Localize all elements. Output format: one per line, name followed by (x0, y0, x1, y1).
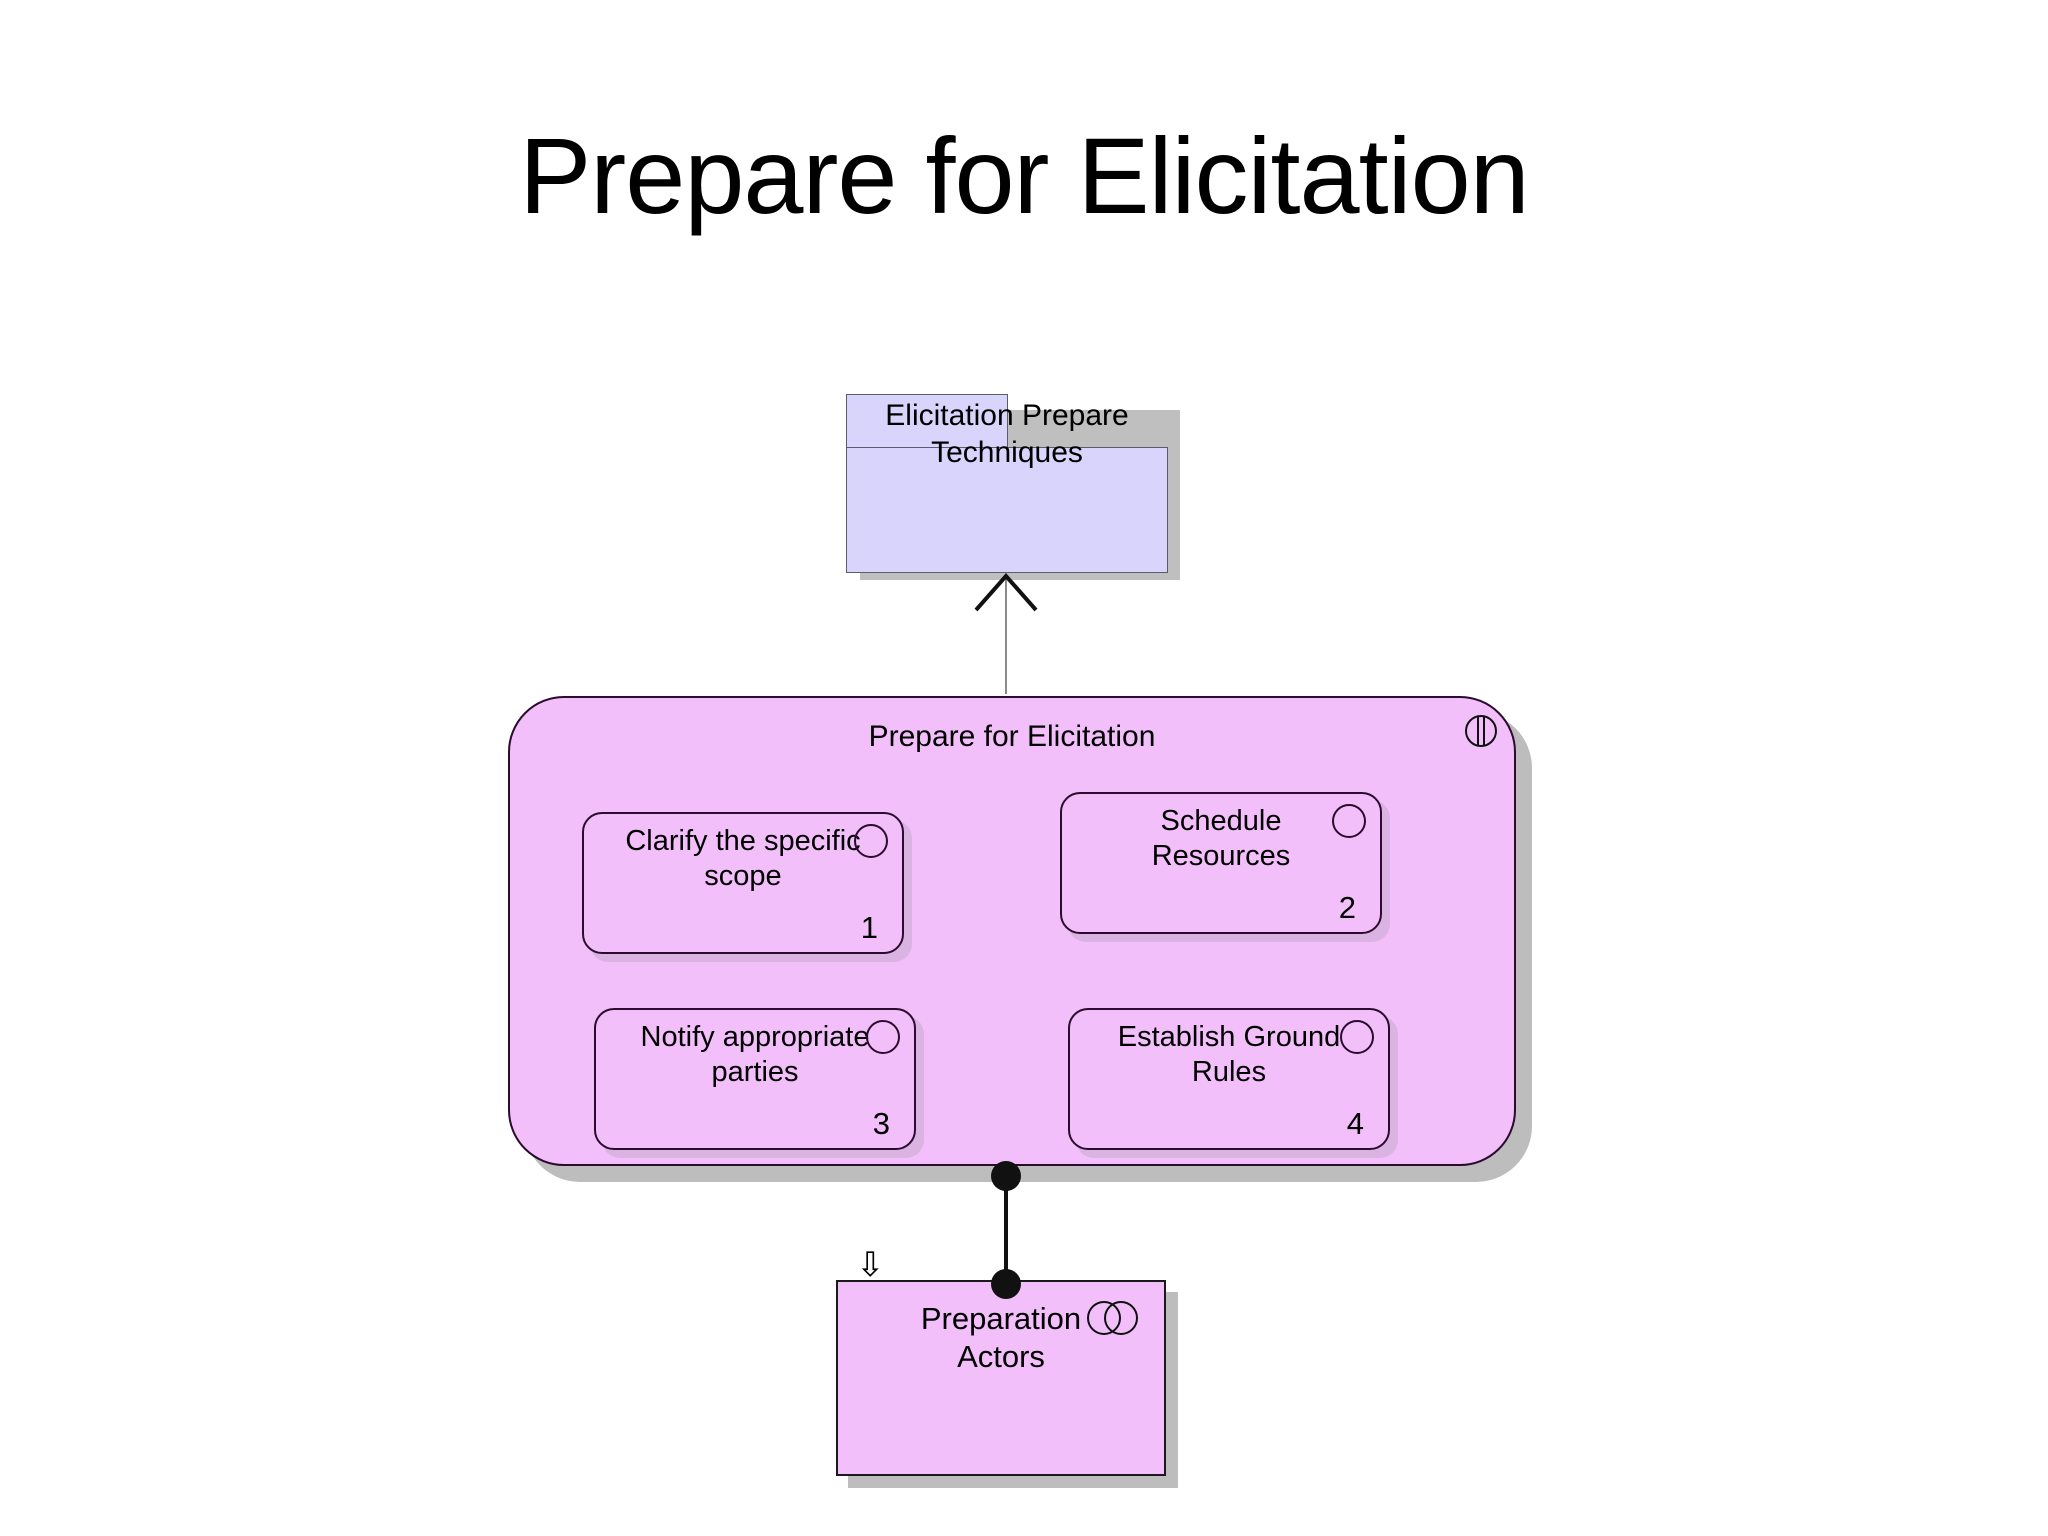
activity-establish-ground-rules[interactable]: Establish Ground Rules 4 (1068, 1008, 1390, 1150)
activity-label: Establish Ground Rules (1082, 1020, 1376, 1090)
activity-schedule-resources[interactable]: Schedule Resources 2 (1060, 792, 1382, 934)
package-label-line1: Elicitation Prepare (885, 399, 1129, 432)
circle-icon (1340, 1020, 1374, 1054)
activity-label: Clarify the specific scope (596, 824, 890, 894)
activity-number: 4 (1346, 1106, 1364, 1141)
circle-icon (854, 824, 888, 858)
activity-label: Notify appropriate parties (608, 1020, 902, 1090)
realization-arrow-to-package (974, 572, 1038, 694)
activity-clarify-the-specific-scope[interactable]: Clarify the specific scope 1 (582, 812, 904, 954)
activity-number: 3 (872, 1106, 890, 1141)
activity-label: Schedule Resources (1074, 804, 1368, 874)
page-title: Prepare for Elicitation (519, 115, 1530, 236)
activity-label-line2: parties (711, 1055, 799, 1088)
package-label-line2: Techniques (931, 435, 1083, 469)
activity-notify-appropriate-parties[interactable]: Notify appropriate parties 3 (594, 1008, 916, 1150)
activity-label-line2: Rules (1191, 1055, 1267, 1088)
activity-number: 2 (1338, 890, 1356, 925)
package-tab (846, 394, 1008, 448)
activity-label-line2: scope (704, 859, 782, 892)
actor-node-label-line2: Actors (957, 1338, 1045, 1374)
down-arrow-icon: ⇩ (856, 1245, 885, 1285)
actor-node-label: Preparation Actors (838, 1300, 1164, 1376)
node-preparation-actors[interactable]: Preparation Actors (836, 1280, 1166, 1476)
process-icon (1462, 712, 1500, 755)
activity-label-line1: Establish Ground (1117, 1021, 1341, 1053)
activity-label-line1: Clarify the specific (625, 825, 861, 857)
overlapping-circles-icon (1086, 1298, 1142, 1343)
package-body (846, 447, 1168, 573)
circle-icon (866, 1020, 900, 1054)
activity-label-line2: Resources (1151, 839, 1291, 872)
circle-icon (1332, 804, 1366, 838)
process-prepare-for-elicitation[interactable]: Prepare for Elicitation Clarify the spec… (508, 696, 1516, 1166)
activity-label-line1: Schedule (1160, 805, 1282, 837)
activity-number: 1 (860, 910, 878, 945)
actor-node-label-line1: Preparation (920, 1301, 1082, 1336)
main-process-title: Prepare for Elicitation (868, 720, 1156, 753)
package-label: Elicitation Prepare Techniques (846, 398, 1168, 471)
activity-label-line1: Notify appropriate (640, 1021, 870, 1053)
